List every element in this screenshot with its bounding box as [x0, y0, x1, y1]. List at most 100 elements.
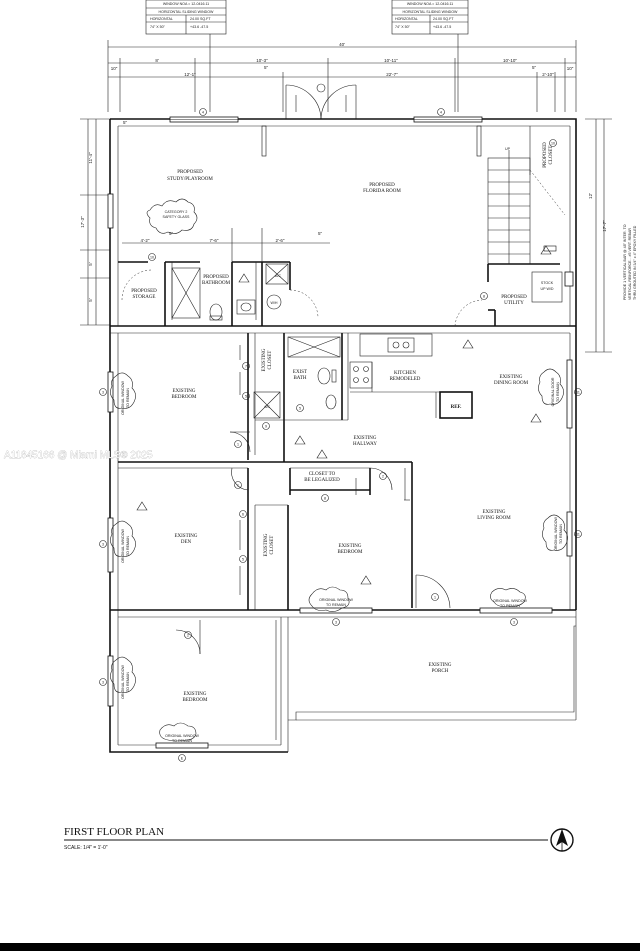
label-closet-top-1: PROPOSED — [543, 142, 548, 168]
tag-6: 6 — [242, 513, 244, 517]
tag-10b: 10 — [150, 256, 154, 260]
label-closet-top-2: CLOSET — [549, 146, 554, 165]
windows — [107, 116, 574, 749]
ac-label-top: A/C — [275, 274, 281, 278]
dim-left-2: 17'-3" — [80, 216, 85, 228]
svg-text:VERTICAL REINFORCE... #5 VERT.: VERTICAL REINFORCE... #5 VERT. REBAR — [628, 228, 632, 300]
tag-2b: 2 — [187, 634, 189, 638]
label-bath-prop-1: PROPOSED — [203, 275, 229, 280]
label-dining-2: DINING ROOM — [494, 381, 529, 386]
tag-2a: 2 — [382, 475, 384, 479]
wh-label: W/H — [271, 301, 278, 305]
plan-scale: SCALE: 1/4" = 1'-0" — [64, 845, 108, 851]
dim-top-5: 10'-10" — [503, 58, 517, 63]
label-bed2-2: BEDROOM — [337, 550, 363, 555]
note-orig-win-b1a: ORIGINAL WINDOW — [319, 598, 353, 602]
upper-interior: A/C W/H UP STOCK UP W/D — [118, 125, 566, 327]
label-study-2: STUDY/PLAYROOM — [167, 177, 213, 182]
tag-4a: 4 — [202, 111, 204, 115]
north-arrow-icon — [550, 828, 574, 852]
window-table-left: WINDOW NOA = 12-0416.11 HORIZONTAL SLIDI… — [145, 0, 227, 112]
dim-left-4: 5' — [88, 298, 93, 302]
dim-int-2: 5" — [169, 231, 174, 236]
stock-label-2: UP W/D — [541, 287, 554, 291]
label-porch-1: EXISTING — [428, 663, 451, 668]
note-orig-win-r2b: TO REMAIN — [559, 524, 563, 544]
mls-watermark: A11845166 @ Miami MLS® 2025 — [4, 450, 153, 461]
note-orig-win-l1a: ORIGINAL WINDOW — [121, 380, 125, 414]
ref-label: REF. — [451, 405, 463, 410]
revision-clouds — [110, 198, 568, 742]
front-door — [285, 83, 357, 120]
label-exist-bath-1: EXIST — [293, 370, 307, 375]
note-orig-win-b1b: TO REMAIN — [326, 603, 346, 607]
window-table-right-row3b: +43.6 -47.5 — [433, 25, 451, 29]
title-block: FIRST FLOOR PLAN SCALE: 1/4" = 1'-0" — [64, 826, 574, 852]
tag-5a: 5 — [245, 395, 247, 399]
note-orig-win-b2b: TO REMAIN — [500, 604, 520, 608]
tag-8a: 8 — [483, 295, 485, 299]
label-kitchen-2: REMODELED — [390, 377, 421, 382]
svg-text:THRU GROUTED IN 3/4" x 4" EPOX: THRU GROUTED IN 3/4" x 4" EPOXY FILLED — [633, 225, 637, 300]
label-closet-b-2: CLOSET — [270, 536, 275, 555]
label-living-1: EXISTING — [482, 510, 505, 515]
middle-interior: A/C REF. — [118, 333, 473, 740]
label-hallway-1: EXISTING — [353, 436, 376, 441]
tag-11a: 11 — [576, 391, 580, 395]
label-hallway-2: HALLWAY — [353, 442, 377, 447]
dim-left-1: 11'-4" — [88, 152, 93, 164]
dim-second-3: 2'-10" — [542, 72, 554, 77]
dim-int-4: 2'-6" — [276, 238, 285, 243]
window-table-right-header: WINDOW NOA = 12-0416.11 — [407, 2, 453, 6]
note-safety-1: CATEGORY 2 — [165, 210, 188, 214]
dim-top-3: 10'-3" — [256, 58, 268, 63]
window-table-right-row1: HORIZONTAL SLIDING WINDOW — [403, 10, 459, 14]
dim-second-1: 12'-1" — [184, 72, 196, 77]
label-florida-1: PROPOSED — [369, 183, 395, 188]
window-table-left-header: WINDOW NOA = 12-0416.11 — [163, 2, 209, 6]
label-utility-2: UTILITY — [504, 301, 524, 306]
label-den-2: DEN — [181, 540, 192, 545]
plan-title: FIRST FLOOR PLAN — [64, 826, 164, 838]
label-bed3-1: EXISTING — [183, 692, 206, 697]
tag-5b: 5 — [299, 407, 301, 411]
label-closet-legal-2: BE LEGALIZED — [304, 478, 340, 483]
label-bath-prop-2: BATHROOM — [202, 281, 231, 286]
note-orig-win-b2a: ORIGINAL WINDOW — [493, 599, 527, 603]
dim-right-1: 17'-7" — [602, 220, 607, 232]
label-kitchen-1: KITCHEN — [394, 371, 416, 376]
label-storage-2: STORAGE — [133, 295, 156, 300]
tag-3b: 3 — [102, 543, 104, 547]
label-exist-bath-2: BATH — [293, 376, 306, 381]
label-study-1: PROPOSED — [177, 170, 203, 175]
tag-3c: 3 — [102, 681, 104, 685]
svg-text:PROVIDE 1 VERTICAL BAR @ 48" I: PROVIDE 1 VERTICAL BAR @ 48" INTER. TO — [623, 224, 627, 300]
window-table-left-row2a: HORIZONTAL — [150, 17, 173, 21]
stairs: UP — [487, 147, 566, 282]
window-table-left-row1: HORIZONTAL SLIDING WINDOW — [159, 10, 215, 14]
note-safety-2: SAFETY GLASS — [163, 215, 190, 219]
window-table-left-row3a: 74" X 50" — [150, 25, 166, 29]
dim-int-5: 5" — [318, 231, 323, 236]
tag-3d: 3 — [335, 621, 337, 625]
room-labels: PROPOSED STUDY/PLAYROOM PROPOSED FLORIDA… — [131, 142, 554, 703]
ac-label-mid: A/C — [264, 405, 270, 409]
stock-label-1: STOCK — [541, 281, 554, 285]
top-dimensions: 40' 10" 8' 10'-3" 10'-11" 10'-10" 10" 12… — [107, 40, 577, 125]
tag-3a: 3 — [102, 391, 104, 395]
dim-top-4: 10'-11" — [384, 58, 398, 63]
dim-third-3: 5" — [123, 120, 128, 125]
tag-9: 9 — [265, 425, 267, 429]
dim-overall: 40' — [339, 42, 345, 47]
note-orig-door-a: ORIGINAL DOOR — [551, 377, 555, 406]
exterior-walls — [109, 118, 577, 753]
dim-top-6: 10" — [567, 66, 574, 71]
tags: 4 4 10 10 8 7 5 5 1 9 1 2 8 6 5 1 2 3 3 … — [99, 108, 582, 762]
tag-10a: 10 — [551, 142, 555, 146]
interior-dimensions: 4'-2" 5" 7'-6" 2'-6" 5" — [141, 231, 323, 243]
notes: CATEGORY 2 SAFETY GLASS ORIGINAL WINDOW … — [121, 210, 563, 743]
dim-top-1: 10" — [111, 66, 118, 71]
note-orig-win-l2b: TO REMAIN — [126, 536, 130, 556]
label-utility-1: PROPOSED — [501, 295, 527, 300]
dim-right-2: 12' — [588, 193, 593, 199]
